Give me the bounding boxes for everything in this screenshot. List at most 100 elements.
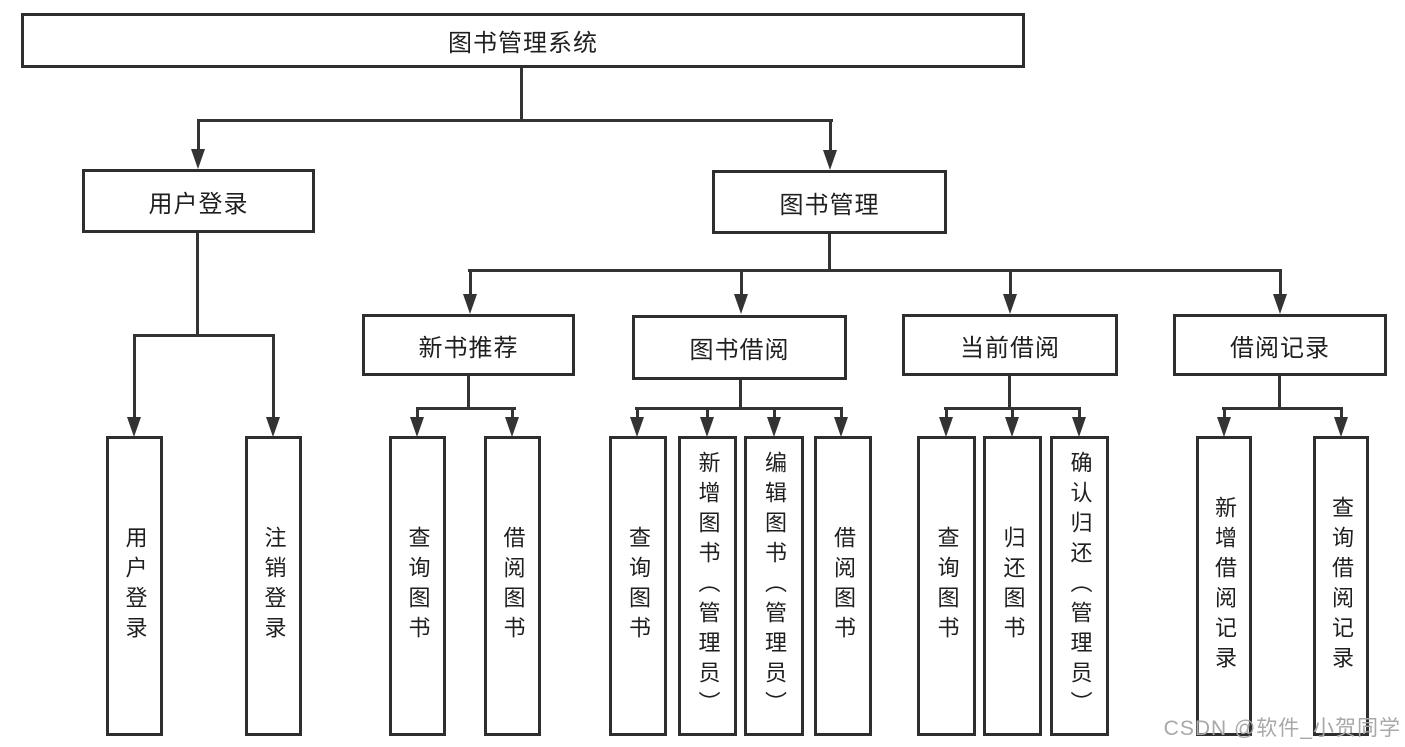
leaf-nb-borrow-book: 借阅图书 [484,436,541,736]
arrow-shaft [1077,407,1081,417]
node-user-login: 用户登录 [82,169,315,233]
leaf-br-query-record-label: 查询借阅记录 [1329,496,1354,676]
node-book-borrow-label: 图书借阅 [689,337,790,364]
arrow-head [767,417,781,437]
arrow-head [410,417,424,437]
leaf-bb-add-book-admin-label: 新增图书（管理员） [695,451,721,721]
arrow-shaft [1278,269,1282,294]
arrow-br-query [1334,407,1348,437]
arrow-to-login-leaf [127,334,141,437]
arrow-shaft [196,119,200,149]
leaf-bb-edit-book-admin-label: 编辑图书（管理员） [762,451,787,721]
arrow-head [700,417,714,437]
arrow-head [505,417,519,437]
arrow-shaft [132,334,136,417]
leaf-bb-add-book-admin: 新增图书（管理员） [678,436,737,736]
arrow-head [191,149,205,169]
leaf-cb-query-book: 查询图书 [917,436,976,736]
leaf-br-add-record: 新增借阅记录 [1196,436,1252,736]
arrow-to-borrow-records [1273,269,1287,314]
leaf-logout: 注销登录 [245,436,302,736]
arrow-shaft [510,407,514,417]
connector-user-login-stem [196,233,199,337]
leaf-br-query-record: 查询借阅记录 [1313,436,1369,736]
leaf-bb-query-book-label: 查询图书 [626,526,651,646]
arrow-shaft [839,407,843,417]
arrow-head [834,417,848,437]
node-current-borrow: 当前借阅 [902,314,1118,376]
arrow-bb-edit [767,407,781,437]
connector-book-borrow-branch-line [635,407,843,410]
arrow-head [127,417,141,437]
arrow-to-logout-leaf [266,334,280,437]
node-book-management-label: 图书管理 [779,191,880,219]
arrow-head [1334,417,1348,437]
leaf-bb-borrow-book-label: 借阅图书 [831,526,856,646]
connector-book-mgmt-stem [828,234,831,272]
leaf-br-add-record-label: 新增借阅记录 [1212,496,1237,676]
leaf-user-login-label: 用户登录 [122,526,148,646]
connector-book-mgmt-branch-line [468,269,1282,272]
connector-root-stem [520,68,523,122]
connector-borrow-records-branch-line [1222,407,1343,410]
arrow-shaft [772,407,776,417]
arrow-to-new-book-rec [463,269,477,314]
node-user-login-label: 用户登录 [148,190,249,218]
connector-new-book-rec-stem [467,376,470,410]
arrow-shaft [739,269,743,294]
arrow-shaft [828,119,832,150]
node-new-book-recommend: 新书推荐 [362,314,575,376]
leaf-nb-query-book-label: 查询图书 [405,526,431,646]
node-current-borrow-label: 当前借阅 [960,334,1060,362]
arrow-to-current-borrow [1003,269,1017,314]
arrow-head [463,294,477,314]
connector-book-borrow-stem [739,378,742,410]
arrow-cb-confirm [1072,407,1086,437]
arrow-cb-query [939,407,953,437]
arrow-shaft [1010,407,1014,417]
node-book-borrow: 图书借阅 [632,315,847,380]
arrow-shaft [944,407,948,417]
arrow-head [266,417,280,437]
arrow-head [1217,417,1231,437]
leaf-cb-return-book-label: 归还图书 [1000,526,1026,646]
arrow-head [823,150,837,170]
arrow-head [630,417,644,437]
connector-current-borrow-stem [1008,376,1011,410]
arrow-to-user-login [191,119,205,169]
arrow-to-book-management [823,119,837,170]
arrow-shaft [271,334,275,417]
leaf-bb-query-book: 查询图书 [609,436,667,736]
node-root: 图书管理系统 [21,13,1025,68]
leaf-nb-borrow-book-label: 借阅图书 [500,526,526,646]
connector-borrow-records-stem [1278,375,1281,408]
arrow-bb-add [700,407,714,437]
arrow-bb-query [630,407,644,437]
arrow-head [1005,417,1019,437]
leaf-cb-return-book: 归还图书 [983,436,1042,736]
arrow-cb-return [1005,407,1019,437]
arrow-bb-borrow [834,407,848,437]
connector-root-branch-line [197,119,833,122]
arrow-shaft [468,269,472,294]
connector-user-login-branch-line [133,334,275,337]
leaf-cb-confirm-return-admin: 确认归还（管理员） [1050,436,1109,736]
arrow-head [1273,294,1287,314]
csdn-watermark: CSDN @软件_小贺同学 [1163,717,1401,740]
leaf-cb-confirm-return-admin-label: 确认归还（管理员） [1067,451,1093,721]
node-root-label: 图书管理系统 [448,30,598,57]
leaf-nb-query-book: 查询图书 [389,436,446,736]
arrow-to-book-borrow [734,269,748,314]
arrow-head [939,417,953,437]
arrow-nb-borrow [505,407,519,437]
leaf-cb-query-book-label: 查询图书 [934,526,960,646]
node-borrow-records: 借阅记录 [1173,314,1387,376]
leaf-bb-edit-book-admin: 编辑图书（管理员） [744,436,804,736]
arrow-head [1003,294,1017,314]
connector-new-book-rec-branch-line [416,407,516,410]
arrow-br-add [1217,407,1231,437]
leaf-user-login: 用户登录 [106,436,163,736]
leaf-bb-borrow-book: 借阅图书 [814,436,872,736]
arrow-shaft [705,407,709,417]
